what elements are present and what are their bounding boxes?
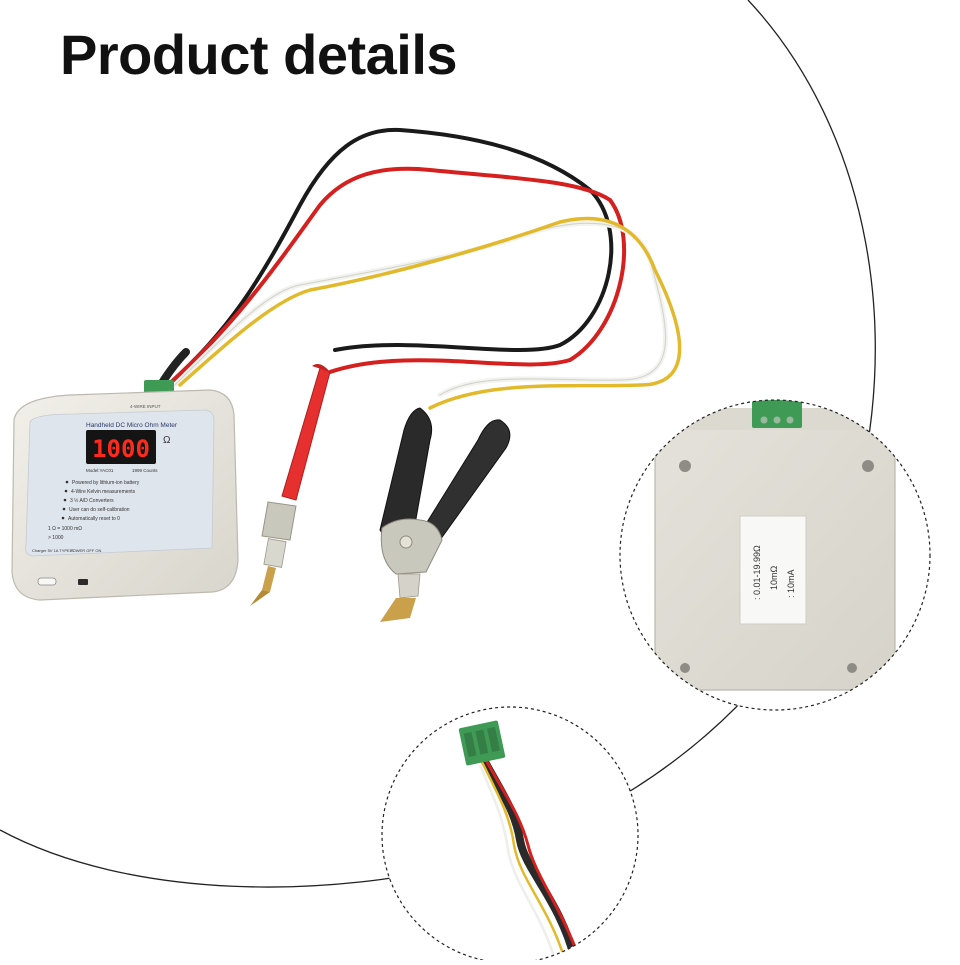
- spec-range: : 0.01-19.99Ω: [752, 545, 762, 600]
- svg-text:Powered by lithium-ion battery: Powered by lithium-ion battery: [72, 480, 140, 486]
- red-probe: [250, 364, 331, 606]
- wire-red: [166, 166, 627, 387]
- connector-inset: [381, 706, 639, 964]
- page-title: Product details: [60, 23, 458, 86]
- spec-resolution: 10mΩ: [769, 565, 779, 590]
- charger-label: Charger 5V 1A TYPE-C: [32, 548, 74, 553]
- device-name: Handheld DC Micro Ohm Meter: [86, 422, 178, 429]
- conversion-2: > 1000: [48, 535, 64, 541]
- kelvin-clip: [379, 407, 511, 622]
- counts-label: 1999 Counts: [132, 468, 158, 473]
- back-view-inset: : 0.01-19.99Ω 10mΩ : 10mA: [619, 399, 931, 711]
- svg-text:4-Wire Kelvin measurements: 4-Wire Kelvin measurements: [71, 489, 136, 495]
- terminal-block-icon: [144, 380, 174, 394]
- usb-port-icon: [37, 577, 57, 586]
- wire-white: [172, 220, 668, 398]
- micro-ohm-meter: 1000 Ω 4-WIRE INPUT Handheld DC Micro Oh…: [11, 380, 239, 601]
- spec-sticker: [739, 515, 807, 625]
- svg-text:Automatically reset to 0: Automatically reset to 0: [68, 516, 120, 522]
- wire-white-outline: [174, 222, 666, 396]
- unit-symbol: Ω: [163, 435, 171, 446]
- feature-list: Powered by lithium-ion battery 4-Wire Ke…: [61, 480, 140, 522]
- wire-yellow: [178, 216, 682, 410]
- wire-black: [166, 127, 614, 387]
- test-leads: [156, 127, 682, 410]
- model-label: Model:YAC01: [86, 468, 114, 473]
- svg-text:User can do self-calibration: User can do self-calibration: [69, 507, 130, 513]
- top-label: 4-WIRE INPUT: [130, 404, 161, 409]
- background-arc: [0, 0, 876, 888]
- svg-text:3 ½ A/D Converters: 3 ½ A/D Converters: [70, 497, 114, 504]
- power-switch-icon: [78, 579, 88, 585]
- power-label: POWER OFF ON: [70, 548, 101, 553]
- conversion-1: 1 Ω = 1000 mΩ: [48, 526, 82, 532]
- spec-current: : 10mA: [786, 569, 796, 598]
- display-reading: 1000: [92, 435, 150, 463]
